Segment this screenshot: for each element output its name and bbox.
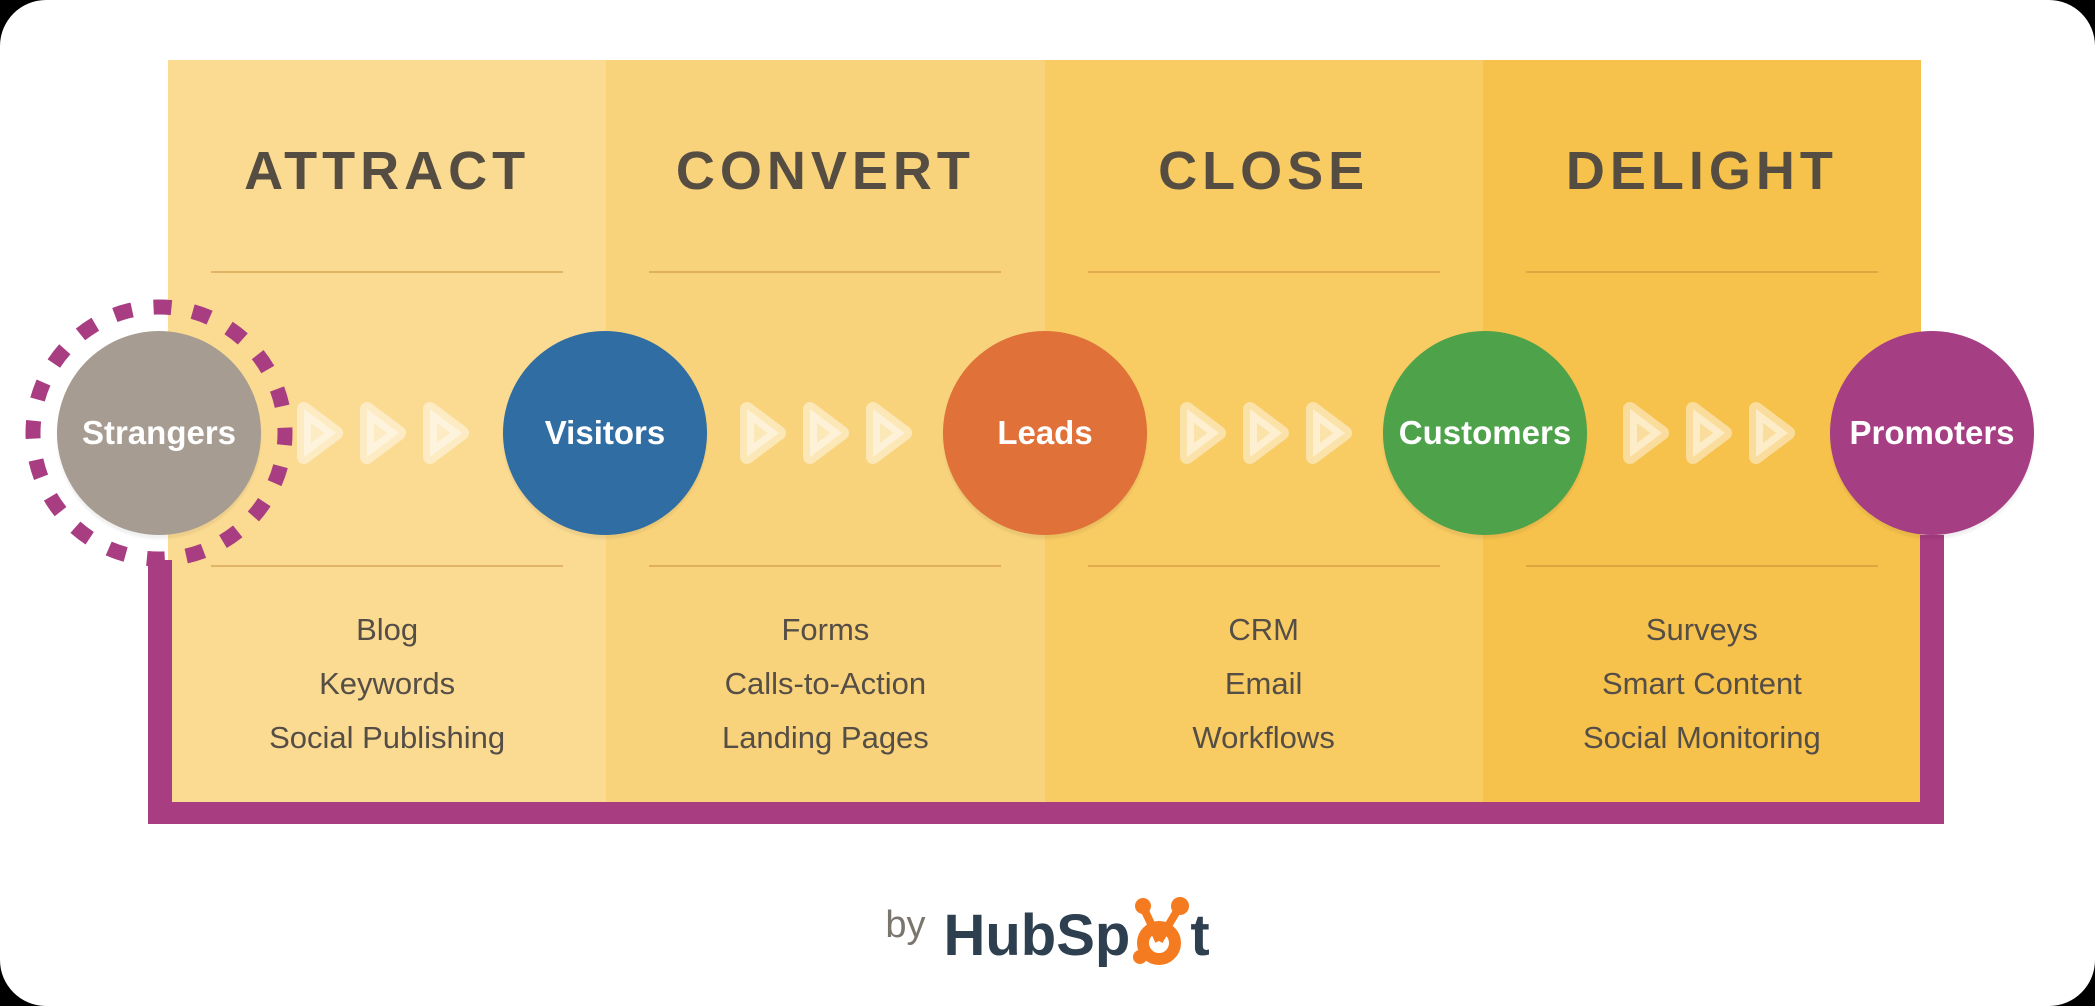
hubspot-logo-text-right: t: [1190, 903, 1210, 968]
divider-line: [1087, 271, 1440, 273]
divider-line: [1087, 565, 1440, 567]
persona-circle-promoters: Promoters: [1830, 331, 2034, 535]
by-label: by: [885, 903, 926, 946]
chevron-right-icon: [1749, 402, 1795, 464]
chevron-arrows: [1177, 397, 1355, 469]
divider-line: [1525, 565, 1878, 567]
chevron-right-icon: [866, 402, 912, 464]
hubspot-logo-text-left: HubSp: [943, 903, 1131, 968]
list-item: Blog: [356, 612, 419, 647]
list-item: Surveys: [1645, 612, 1758, 647]
list-item: Calls-to-Action: [724, 666, 927, 701]
persona-circle-visitors: Visitors: [503, 331, 707, 535]
stage-title: CONVERT: [675, 141, 975, 201]
chevron-right-icon: [1306, 402, 1352, 464]
stage-title: ATTRACT: [244, 141, 531, 201]
chevron-arrows: [1620, 397, 1798, 469]
list-item: Workflows: [1192, 720, 1335, 755]
chevron-right-icon: [740, 402, 786, 464]
persona-circle-strangers: Strangers: [57, 331, 261, 535]
divider-line: [211, 271, 563, 273]
divider-line: [649, 565, 1002, 567]
chevron-right-icon: [360, 402, 406, 464]
stage-title: DELIGHT: [1565, 141, 1838, 201]
funnel-border-left: [148, 560, 172, 824]
chevron-right-icon: [1686, 402, 1732, 464]
persona-label: Leads: [997, 414, 1093, 451]
persona-label: Promoters: [1849, 414, 2015, 451]
stage-tool-list: Surveys Smart Content Social Monitoring: [1483, 603, 1921, 765]
list-item: CRM: [1228, 612, 1299, 647]
hubspot-logo: HubSp t: [943, 881, 1210, 969]
funnel-border-bottom: [148, 802, 1944, 824]
persona-label: Visitors: [544, 414, 666, 451]
list-item: Forms: [781, 612, 870, 647]
footer-branding: by HubSp t: [0, 880, 2095, 970]
persona-label: Customers: [1398, 414, 1572, 451]
chevron-right-icon: [297, 402, 343, 464]
divider-line: [649, 271, 1002, 273]
funnel-border-right: [1920, 535, 1944, 824]
chevron-right-icon: [803, 402, 849, 464]
list-item: Smart Content: [1601, 666, 1802, 701]
list-item: Email: [1224, 666, 1303, 701]
divider-line: [1525, 271, 1878, 273]
list-item: Landing Pages: [721, 720, 929, 755]
list-item: Social Publishing: [269, 720, 506, 755]
stage-tool-list: Forms Calls-to-Action Landing Pages: [606, 603, 1044, 765]
list-item: Social Monitoring: [1582, 720, 1821, 755]
persona-circle-customers: Customers: [1383, 331, 1587, 535]
list-item: Keywords: [319, 666, 456, 701]
stage-title: CLOSE: [1158, 141, 1370, 201]
dashed-ring: [25, 299, 293, 567]
chevron-arrows: [294, 397, 472, 469]
stage-tool-list: Blog Keywords Social Publishing: [168, 603, 606, 765]
stage-tool-list: CRM Email Workflows: [1045, 603, 1483, 765]
chevron-right-icon: [423, 402, 469, 464]
persona-circle-leads: Leads: [943, 331, 1147, 535]
chevron-right-icon: [1180, 402, 1226, 464]
chevron-right-icon: [1243, 402, 1289, 464]
persona-label: Strangers: [81, 414, 237, 451]
hubspot-sprocket-icon: [1133, 897, 1190, 965]
chevron-arrows: [737, 397, 915, 469]
chevron-right-icon: [1623, 402, 1669, 464]
divider-line: [211, 565, 563, 567]
